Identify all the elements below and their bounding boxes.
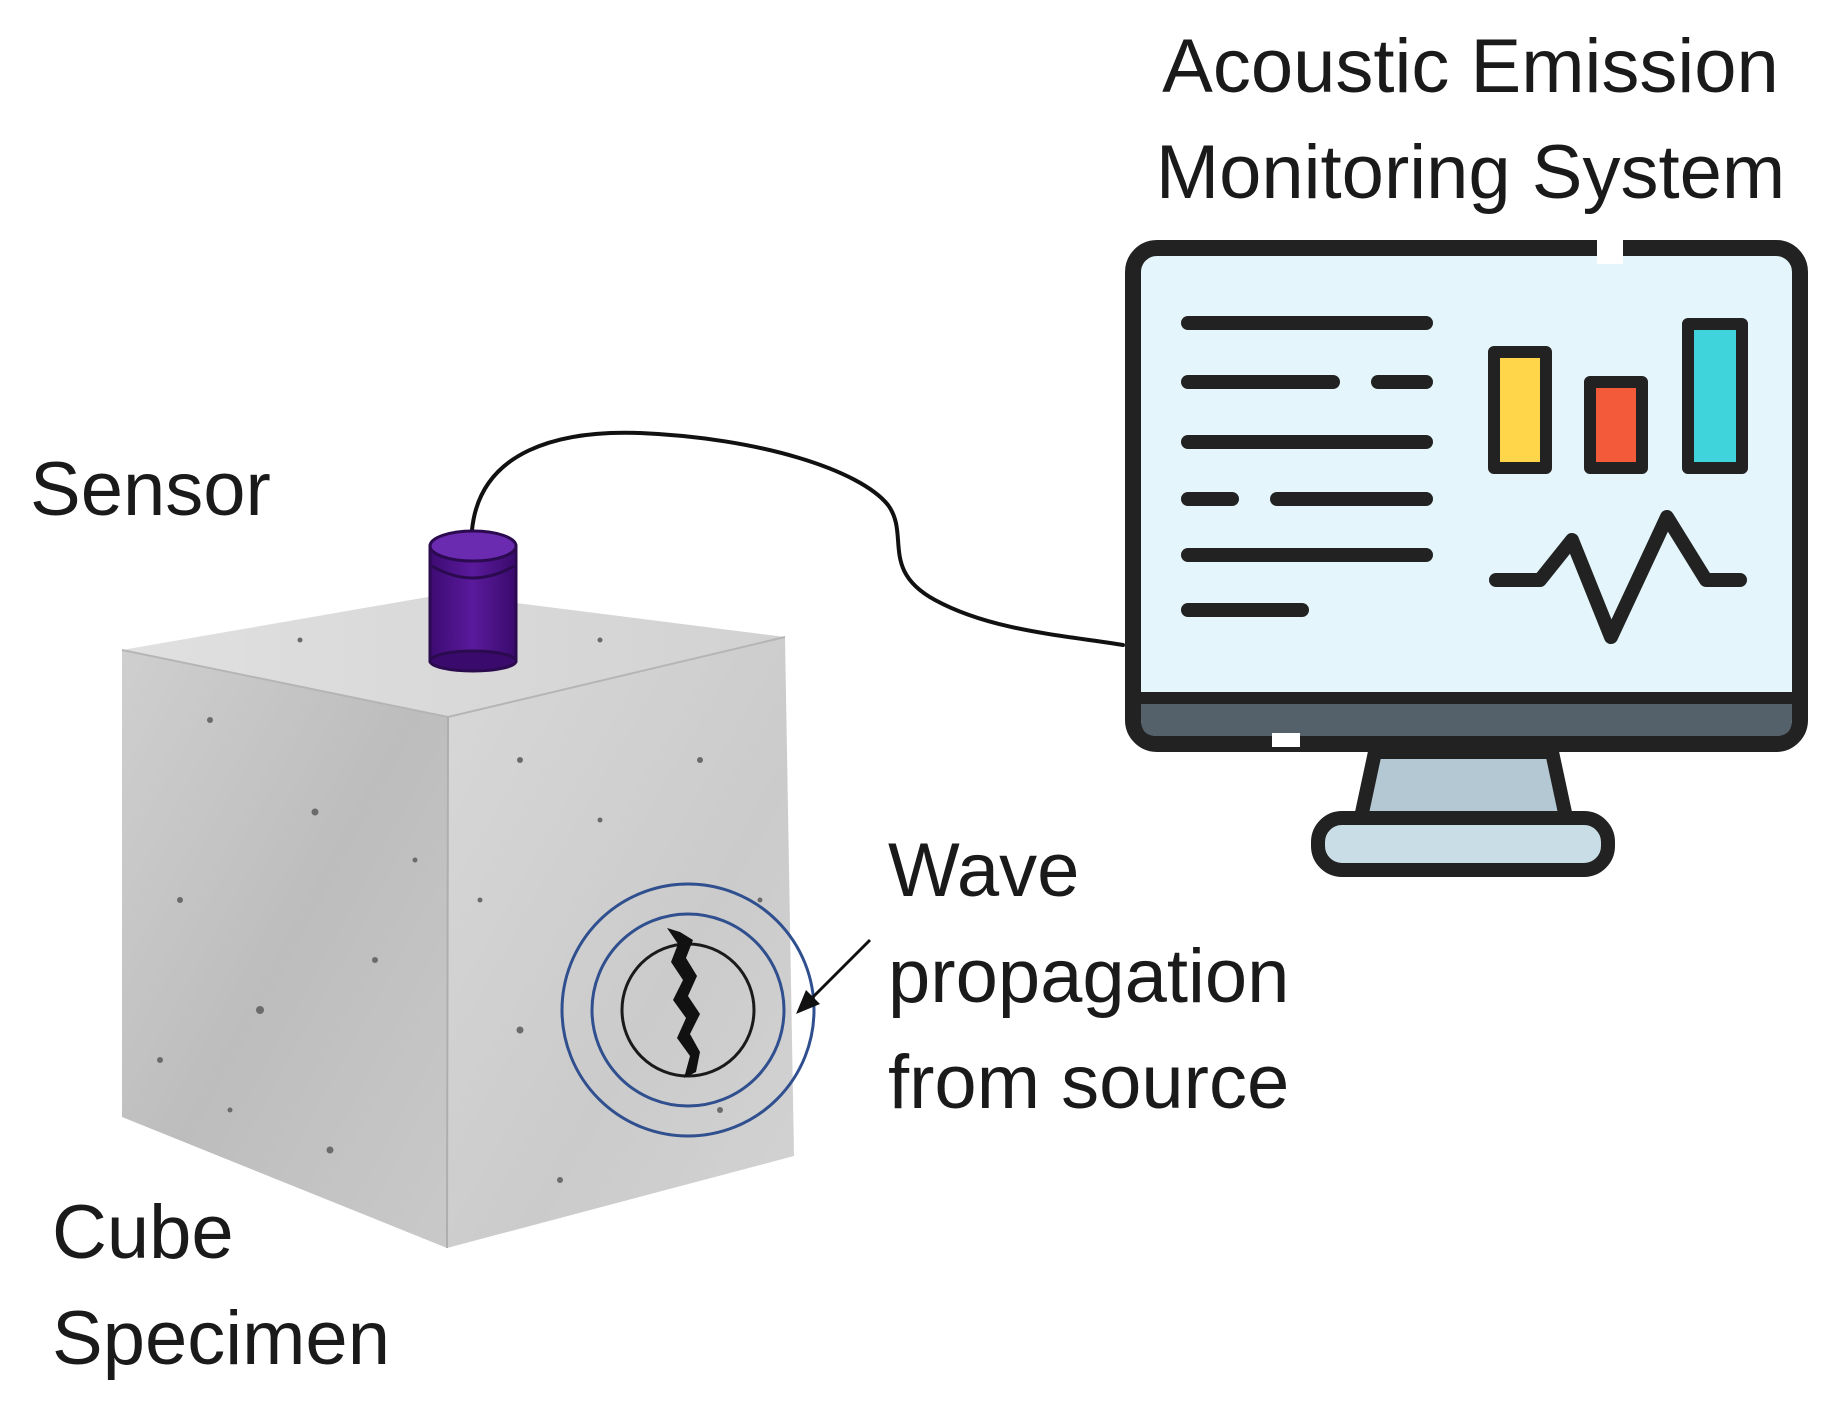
concrete-cube-icon	[121, 594, 794, 1249]
crack-icon	[667, 928, 700, 1078]
system-title-line-1: Acoustic Emission	[1162, 24, 1779, 109]
cube-label-line-2: Specimen	[52, 1296, 390, 1381]
wave-label-line-1: Wave	[888, 828, 1080, 913]
screen-bar-chart	[1488, 318, 1748, 474]
wavefront-rings	[560, 882, 816, 1138]
wave-ring-middle	[590, 912, 786, 1108]
cube-specimen-label: Cube Specimen	[52, 1180, 390, 1392]
signal-cable	[470, 430, 1125, 647]
screen-text-lines	[1181, 316, 1433, 617]
screen-waveform	[1489, 510, 1747, 644]
ae-sensor-icon	[428, 529, 518, 673]
system-title-line-2: Monitoring System	[1155, 130, 1786, 215]
monitor-body	[1125, 240, 1808, 752]
bar-red	[1584, 376, 1648, 474]
sensor-label-text: Sensor	[30, 447, 271, 532]
system-title-label: Acoustic Emission Monitoring System	[1100, 14, 1841, 226]
monitor-bezel	[1141, 698, 1792, 736]
cube-left-face	[122, 650, 448, 1248]
monitor-icon	[1125, 236, 1808, 877]
wave-propagation-label: Wave propagation from source	[888, 818, 1289, 1136]
bar-yellow	[1488, 346, 1552, 474]
concrete-pores	[157, 637, 763, 1183]
cube-label-line-1: Cube	[52, 1190, 234, 1275]
wave-ring-outer	[560, 882, 816, 1138]
cube-vertical-edge	[446, 716, 449, 1249]
wave-label-line-2: propagation	[888, 934, 1290, 1019]
monitor-stand-base	[1311, 811, 1615, 877]
bar-cyan	[1682, 318, 1748, 474]
pointer-arrow	[796, 938, 872, 1014]
sensor-label: Sensor	[30, 437, 271, 543]
monitor-notch	[1597, 236, 1623, 264]
monitor-bezel-gap	[1272, 733, 1300, 747]
wave-label-line-3: from source	[888, 1040, 1290, 1125]
